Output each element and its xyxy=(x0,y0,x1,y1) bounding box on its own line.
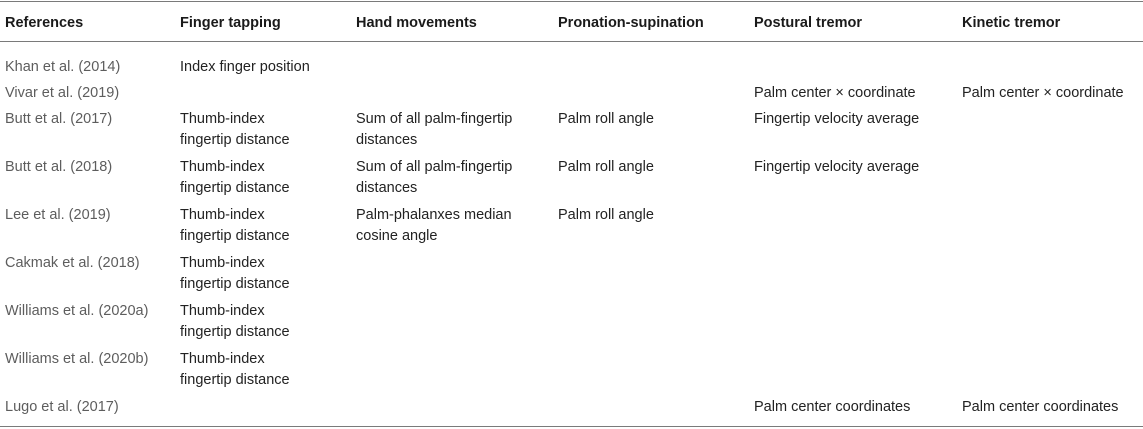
kinetic-tremor-cell: Palm center × coordinate xyxy=(962,85,1124,101)
kinetic-tremor-cell: Palm center coordinates xyxy=(962,399,1119,415)
pronation-supination-cell: Palm roll angle xyxy=(558,159,654,175)
hand-movements-cell: Sum of all palm-fingertip distances xyxy=(356,111,513,148)
header-kinetic-tremor: Kinetic tremor xyxy=(962,15,1061,31)
table-header-rule xyxy=(0,41,1143,42)
header-finger-tapping: Finger tapping xyxy=(180,15,281,31)
header-postural-tremor: Postural tremor xyxy=(754,15,862,31)
reference-cell: Butt et al. (2018) xyxy=(5,159,113,175)
reference-cell: Lugo et al. (2017) xyxy=(5,399,119,415)
finger-tapping-cell: Thumb-index fingertip distance xyxy=(180,111,290,148)
hand-movements-cell: Sum of all palm-fingertip distances xyxy=(356,159,513,196)
header-hand-movements: Hand movements xyxy=(356,15,477,31)
postural-tremor-cell: Palm center coordinates xyxy=(754,399,911,415)
reference-cell: Cakmak et al. (2018) xyxy=(5,255,140,271)
table-header-row: References Finger tapping Hand movements… xyxy=(0,13,1143,35)
hand-movements-cell: Palm-phalanxes median cosine angle xyxy=(356,207,512,244)
postural-tremor-cell: Fingertip velocity average xyxy=(754,159,920,175)
finger-tapping-cell: Index finger position xyxy=(180,59,310,75)
finger-tapping-cell: Thumb-index fingertip distance xyxy=(180,207,290,244)
reference-cell: Butt et al. (2017) xyxy=(5,111,113,127)
postural-tremor-cell: Palm center × coordinate xyxy=(754,85,916,101)
finger-tapping-cell: Thumb-index fingertip distance xyxy=(180,351,290,388)
reference-cell: Lee et al. (2019) xyxy=(5,207,111,223)
postural-tremor-cell: Fingertip velocity average xyxy=(754,111,920,127)
pronation-supination-cell: Palm roll angle xyxy=(558,207,654,223)
table-bottom-rule xyxy=(0,426,1143,427)
header-pronation-supination: Pronation-supination xyxy=(558,15,704,31)
header-references: References xyxy=(5,15,84,31)
reference-cell: Williams et al. (2020a) xyxy=(5,303,149,319)
finger-tapping-cell: Thumb-index fingertip distance xyxy=(180,159,290,196)
reference-cell: Khan et al. (2014) xyxy=(5,59,121,75)
pronation-supination-cell: Palm roll angle xyxy=(558,111,654,127)
reference-cell: Vivar et al. (2019) xyxy=(5,85,120,101)
finger-tapping-cell: Thumb-index fingertip distance xyxy=(180,303,290,340)
finger-tapping-cell: Thumb-index fingertip distance xyxy=(180,255,290,292)
table-top-rule xyxy=(0,1,1143,2)
reference-cell: Williams et al. (2020b) xyxy=(5,351,149,367)
